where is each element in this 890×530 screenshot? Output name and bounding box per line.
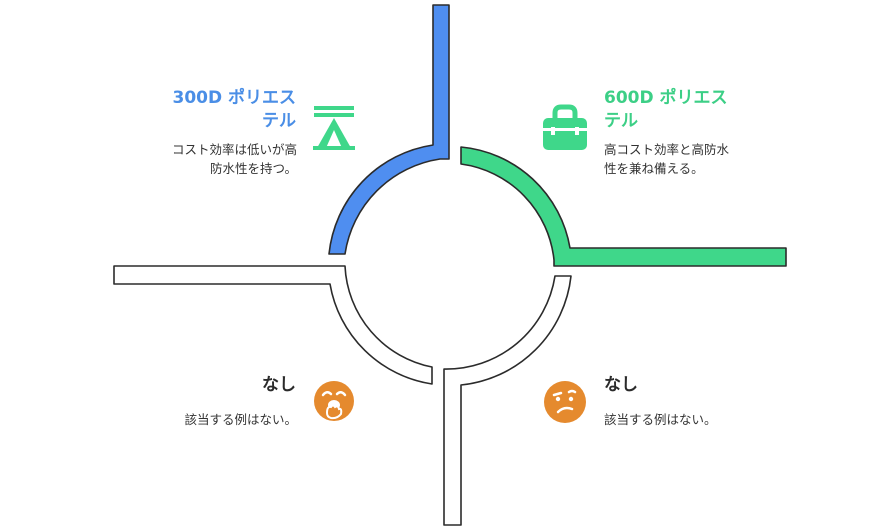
desc-line: コスト効率は低いが高 <box>171 142 297 157</box>
desc-line: 該当する例はない。 <box>184 412 297 427</box>
arm-top-right <box>460 146 787 267</box>
quadrant-title-bottom-left: なし <box>262 374 296 397</box>
title-line: なし <box>604 375 638 395</box>
backpack-icon <box>543 104 587 150</box>
arm-bottom-left <box>113 265 433 385</box>
title-line: テル <box>604 111 638 131</box>
desc-line: 高コスト効率と高防水 <box>604 142 730 157</box>
title-line: なし <box>262 375 296 395</box>
quadrant-title-top-left: 300D ポリエス テル <box>172 87 296 133</box>
yawning-face-icon <box>314 381 354 421</box>
confused-face-icon <box>544 381 586 423</box>
title-line: 600D ポリエス <box>604 88 728 108</box>
desc-line: 防水性を持つ。 <box>209 161 297 176</box>
quadrant-desc-top-right: 高コスト効率と高防水 性を兼ね備える。 <box>604 140 729 178</box>
title-line: 300D ポリエス <box>172 88 296 108</box>
desc-line: 該当する例はない。 <box>604 412 717 427</box>
quadrant-desc-bottom-right: 該当する例はない。 <box>604 410 717 429</box>
tent-icon <box>313 106 355 150</box>
quadrant-desc-bottom-left: 該当する例はない。 <box>184 410 297 429</box>
title-line: テル <box>262 111 296 131</box>
arm-bottom-right <box>443 275 572 526</box>
quadrant-title-top-right: 600D ポリエス テル <box>604 87 728 133</box>
arm-top-left <box>328 4 450 255</box>
quadrant-title-bottom-right: なし <box>604 374 638 397</box>
quadrant-desc-top-left: コスト効率は低いが高 防水性を持つ。 <box>172 140 297 178</box>
desc-line: 性を兼ね備える。 <box>604 161 704 176</box>
